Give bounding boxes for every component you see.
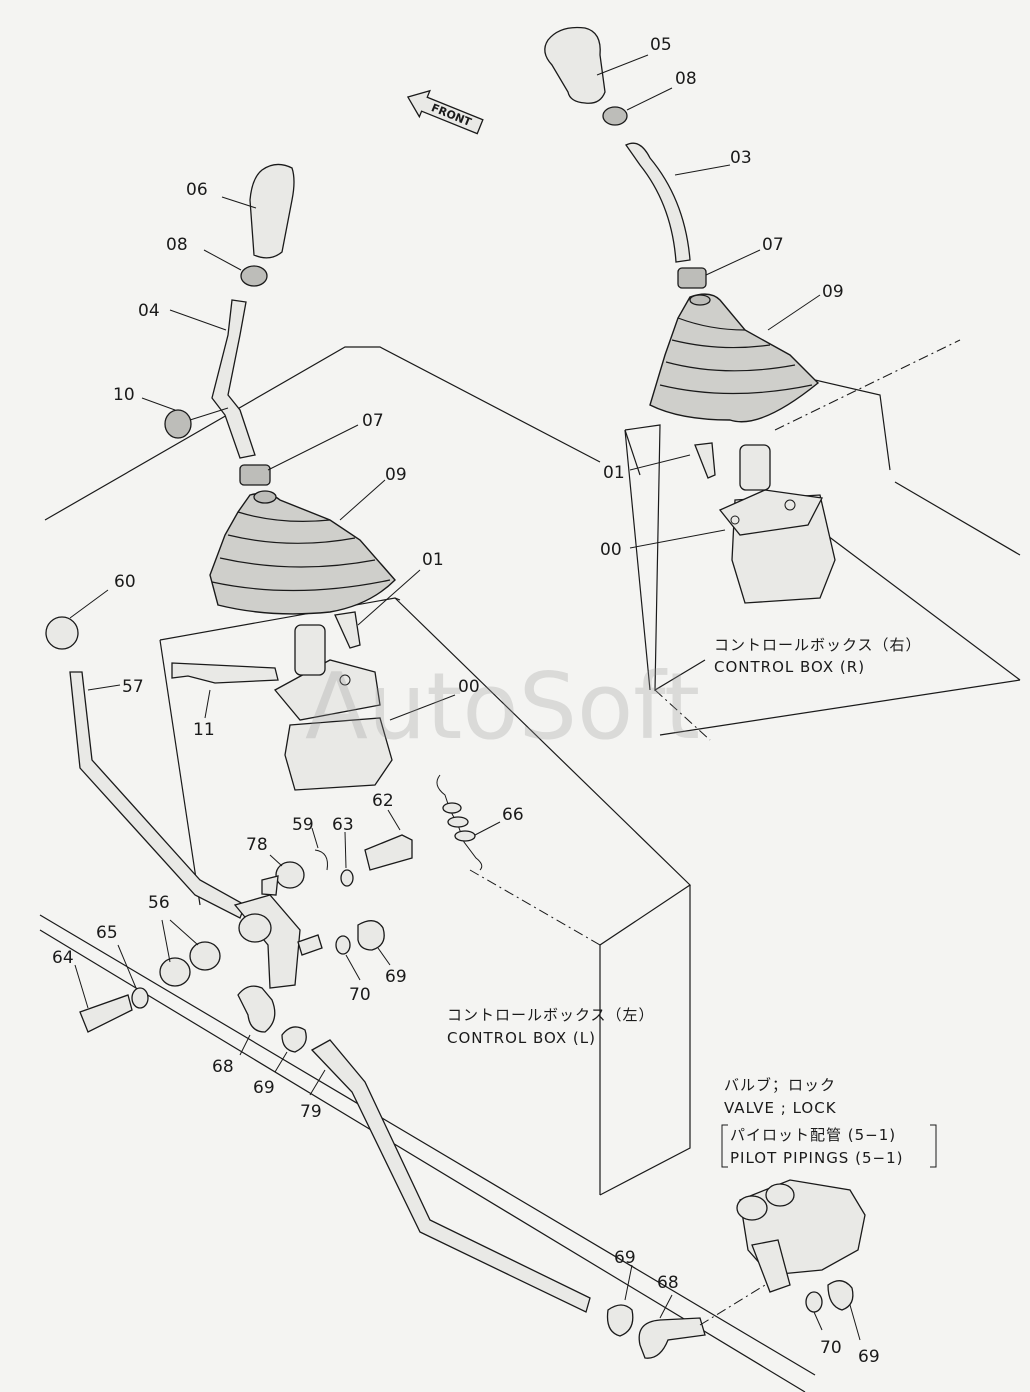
rubber-boot-09-right — [649, 293, 820, 423]
grip-knob-05 — [544, 26, 606, 104]
caption-pilot-en: PILOT PIPINGS (5−1) — [730, 1149, 903, 1167]
lock-rod-79 — [310, 1039, 591, 1313]
label-07-right: 07 — [762, 235, 784, 255]
front-label: FRONT — [429, 101, 473, 129]
label-79: 79 — [300, 1102, 322, 1122]
bolt-01-right — [694, 442, 716, 479]
bracket-left — [721, 1124, 728, 1168]
label-66: 66 — [502, 805, 524, 825]
nut-69-right — [827, 1280, 854, 1311]
label-69-a: 69 — [385, 967, 407, 987]
caption-control-box-l-jp: コントロールボックス（左） — [447, 1006, 655, 1024]
bolt-64 — [79, 994, 133, 1033]
lock-linkage — [45, 589, 771, 1359]
nut-69-lower — [606, 1304, 634, 1337]
rubber-boot-09-left — [209, 492, 396, 615]
caption-control-box-r-en: CONTROL BOX (R) — [714, 658, 865, 676]
bracket-right — [930, 1124, 937, 1168]
pin-62 — [364, 834, 413, 871]
nut-08-left — [240, 265, 268, 287]
lock-lever-57 — [69, 671, 246, 919]
caption-control-box-r-jp: コントロールボックス（右） — [714, 636, 922, 654]
label-01-right: 01 — [603, 463, 625, 483]
caption-control-box-l-en: CONTROL BOX (L) — [447, 1029, 596, 1047]
front-arrow: FRONT — [406, 89, 484, 135]
nut-07-left — [239, 464, 271, 486]
lock-valve-assembly — [736, 1179, 866, 1341]
label-09-left: 09 — [385, 465, 407, 485]
label-00-left: 00 — [458, 677, 480, 697]
collar-78 — [275, 861, 305, 889]
label-08-left: 08 — [166, 235, 188, 255]
washer-63 — [340, 869, 354, 887]
label-63: 63 — [332, 815, 354, 835]
label-11: 11 — [193, 720, 215, 740]
label-64: 64 — [52, 948, 74, 968]
bolt-01-left — [334, 611, 361, 649]
snap-ring-59 — [314, 849, 328, 871]
grip-knob-06 — [249, 163, 295, 259]
caption-valve-jp: バルブ；ロック — [724, 1076, 836, 1094]
watermark: AutoSoft — [305, 653, 700, 760]
label-70-b: 70 — [820, 1338, 842, 1358]
caption-valve-en: VALVE ; LOCK — [724, 1099, 837, 1117]
lock-lever-11 — [171, 662, 279, 684]
label-68-a: 68 — [212, 1057, 234, 1077]
label-62: 62 — [372, 791, 394, 811]
washer-70-lower — [805, 1291, 823, 1313]
label-03: 03 — [730, 148, 752, 168]
label-69-b: 69 — [253, 1078, 275, 1098]
label-70-a: 70 — [349, 985, 371, 1005]
label-56: 56 — [148, 893, 170, 913]
caption-pilot-jp: パイロット配管 (5−1) — [730, 1126, 896, 1144]
label-04: 04 — [138, 301, 160, 321]
ball-joint-68-upper — [237, 985, 276, 1033]
ball-knob-60 — [45, 616, 79, 650]
label-78: 78 — [246, 835, 268, 855]
elbow-68-lower — [638, 1317, 706, 1359]
lever-rod-03 — [625, 142, 691, 263]
bushing-56b — [159, 957, 191, 987]
nut-07-right — [677, 267, 707, 289]
nut-69-upper — [357, 920, 385, 951]
label-01-left: 01 — [422, 550, 444, 570]
label-09-right: 09 — [822, 282, 844, 302]
part-labels: 05 08 03 07 09 01 00 06 08 04 10 07 09 0… — [52, 35, 880, 1367]
label-65: 65 — [96, 923, 118, 943]
nut-69-mid — [281, 1026, 307, 1053]
label-59: 59 — [292, 815, 314, 835]
label-10: 10 — [113, 385, 135, 405]
right-lever-assembly — [544, 26, 836, 604]
lever-rod-04 — [211, 299, 256, 459]
washer-65 — [131, 987, 149, 1009]
washer-70-upper — [335, 935, 351, 955]
bushing-56a — [189, 941, 221, 971]
label-57: 57 — [122, 677, 144, 697]
label-60: 60 — [114, 572, 136, 592]
nut-08-right — [602, 106, 628, 126]
console-outline — [39, 339, 1021, 1392]
label-69-d: 69 — [858, 1347, 880, 1367]
label-07-left: 07 — [362, 411, 384, 431]
label-00-right: 00 — [600, 540, 622, 560]
grommet-10 — [164, 409, 192, 439]
label-69-c: 69 — [614, 1248, 636, 1268]
label-08-right: 08 — [675, 69, 697, 89]
label-68-b: 68 — [657, 1273, 679, 1293]
left-lever-assembly — [141, 163, 456, 791]
lever-bracket — [233, 894, 301, 989]
pilot-valve-00-left — [284, 717, 393, 791]
label-06: 06 — [186, 180, 208, 200]
captions: コントロールボックス（右） CONTROL BOX (R) コントロールボックス… — [447, 636, 937, 1168]
label-05: 05 — [650, 35, 672, 55]
